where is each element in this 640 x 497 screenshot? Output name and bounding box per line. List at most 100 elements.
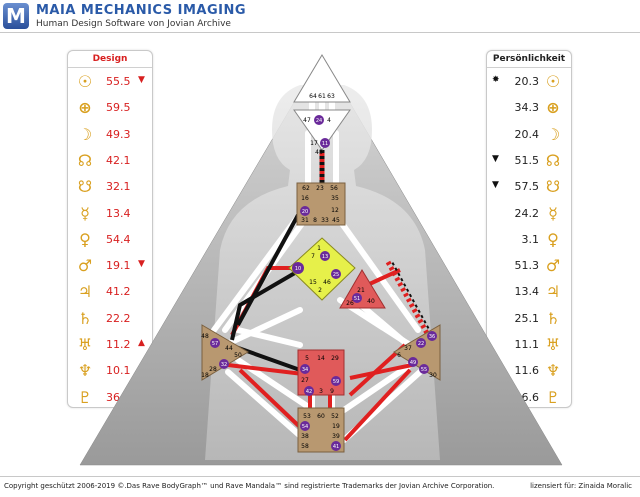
gate-label: 8 (313, 217, 317, 224)
planet-row[interactable]: ♅11.2▲ (68, 332, 152, 358)
gate-label: 43 (315, 149, 323, 156)
gate-line-value: 59.5 (106, 101, 131, 115)
gate-badge (219, 359, 229, 369)
channel-striped-black (390, 259, 432, 334)
throat-center[interactable] (296, 182, 346, 226)
jupiter-icon: ♃ (545, 282, 561, 302)
gate-label: 45 (332, 217, 340, 224)
gate-label: 48 (201, 333, 209, 340)
gate-line-value: 34.3 (514, 101, 540, 115)
gate-label: 34 (302, 367, 308, 373)
earth-icon: ⊕ (546, 98, 560, 118)
gate-badge (314, 115, 324, 125)
saturn-icon: ♄ (77, 308, 93, 328)
gate-line-value: 11.6 (514, 364, 540, 378)
planet-row[interactable]: ♅11.1 (487, 332, 571, 358)
venus-icon: ♀ (79, 229, 91, 249)
planet-row[interactable]: ♀ 3.1 (487, 227, 571, 253)
gate-label: 42 (306, 389, 312, 395)
planet-row[interactable]: ☽20.4 (487, 122, 571, 148)
gate-label: 35 (331, 195, 339, 202)
gate-line-value: 11.1 (514, 338, 540, 351)
gate-line-value: 42.1 (106, 153, 131, 167)
g-center[interactable] (288, 237, 356, 301)
neptune-icon: ♆ (77, 361, 93, 381)
gate-line-value: 10.1 (106, 364, 131, 378)
planet-row[interactable]: ☊51.5▼ (487, 148, 571, 174)
gate-label: 20 (302, 209, 308, 215)
license-text: lizensiert für: Zinaida Moralic (530, 482, 632, 490)
gate-line-value: 57.5 (514, 180, 540, 194)
gate-line-value: 13.4 (106, 206, 131, 220)
planet-row[interactable]: ☉55.5▼ (68, 69, 152, 95)
gate-label: 53 (303, 413, 311, 420)
planet-row[interactable]: ☿24.2 (487, 201, 571, 227)
mercury-icon: ☿ (80, 203, 90, 223)
gate-label: 25 (333, 272, 339, 278)
planet-row[interactable]: ♀54.4 (68, 227, 152, 253)
gate-line-value: 55.5 (106, 75, 131, 88)
planet-row[interactable]: ⊕ 34.3 (487, 95, 571, 121)
gate-line-value: 20.3 (514, 75, 540, 88)
planet-row[interactable]: ☉20.3✸ (487, 69, 571, 95)
gate-badge (320, 138, 330, 148)
planet-row[interactable]: ☋57.5▼ (487, 174, 571, 200)
gate-badge (331, 269, 341, 279)
gate-label: 59 (333, 379, 339, 385)
app-title: MAIA MECHANICS IMAGING (36, 3, 246, 18)
fixing-mark: ▲ (138, 338, 145, 348)
gate-label: 26 (346, 300, 354, 307)
gate-line-value: 51.3 (514, 259, 540, 273)
gate-badge (300, 421, 310, 431)
gate-label: 39 (332, 433, 340, 440)
planet-row[interactable]: ☋32.1 (68, 174, 152, 200)
gate-label: 13 (322, 254, 328, 260)
gate-label: 19 (332, 423, 340, 430)
head-center[interactable] (293, 54, 351, 103)
gate-badge (292, 262, 304, 274)
planet-row[interactable]: ♃41.2 (68, 279, 152, 305)
gate-line-value: 20.4 (514, 127, 540, 141)
heart-center[interactable] (339, 269, 386, 309)
gate-label: 46 (323, 279, 331, 286)
gate-label: 16 (301, 195, 309, 202)
planet-row[interactable]: ♃13.4 (487, 279, 571, 305)
jupiter-icon: ♃ (77, 282, 93, 302)
planet-row[interactable]: ☊42.1 (68, 148, 152, 174)
gate-label: 47 (303, 117, 311, 124)
channel-striped (385, 260, 431, 337)
neptune-icon: ♆ (545, 361, 561, 381)
planet-row[interactable]: ☿ 13.4 (68, 201, 152, 227)
gate-label: 55 (421, 367, 427, 373)
gate-label: 3 (319, 388, 323, 395)
planet-row[interactable]: ⊕59.5 (68, 95, 152, 121)
pluto-icon: ♇ (77, 387, 93, 407)
gate-badge (408, 357, 418, 367)
sun-icon: ☉ (545, 72, 561, 91)
gate-label: 29 (331, 355, 339, 362)
south-node-icon: ☋ (77, 177, 93, 197)
gate-label: 22 (418, 341, 424, 347)
ajna-center[interactable] (293, 109, 351, 151)
planet-row[interactable]: ♄22.2 (68, 306, 152, 332)
gate-line-value: 3.1 (521, 232, 540, 246)
gate-label: 36 (429, 334, 435, 340)
gate-label: 54 (302, 424, 308, 430)
planet-row[interactable]: ♄25.1 (487, 306, 571, 332)
uranus-icon: ♅ (77, 335, 93, 354)
planet-row[interactable]: ♂51.3 (487, 253, 571, 279)
gate-badge (419, 364, 429, 374)
venus-icon: ♀ (547, 229, 559, 249)
planet-row[interactable]: ☽49.3 (68, 122, 152, 148)
mercury-icon: ☿ (548, 203, 558, 223)
south-node-icon: ☋ (545, 177, 561, 197)
gate-label: 50 (234, 352, 242, 359)
app-header: M MAIA MECHANICS IMAGING Human Design So… (0, 0, 640, 34)
gate-label: 61 (318, 93, 326, 100)
gate-badge (300, 206, 310, 216)
gate-line-value: 51.5 (514, 153, 540, 167)
gate-label: 12 (331, 207, 339, 214)
footer-divider (0, 476, 640, 477)
gate-label: 24 (316, 118, 322, 124)
planet-row[interactable]: ♂19.1▼ (68, 253, 152, 279)
